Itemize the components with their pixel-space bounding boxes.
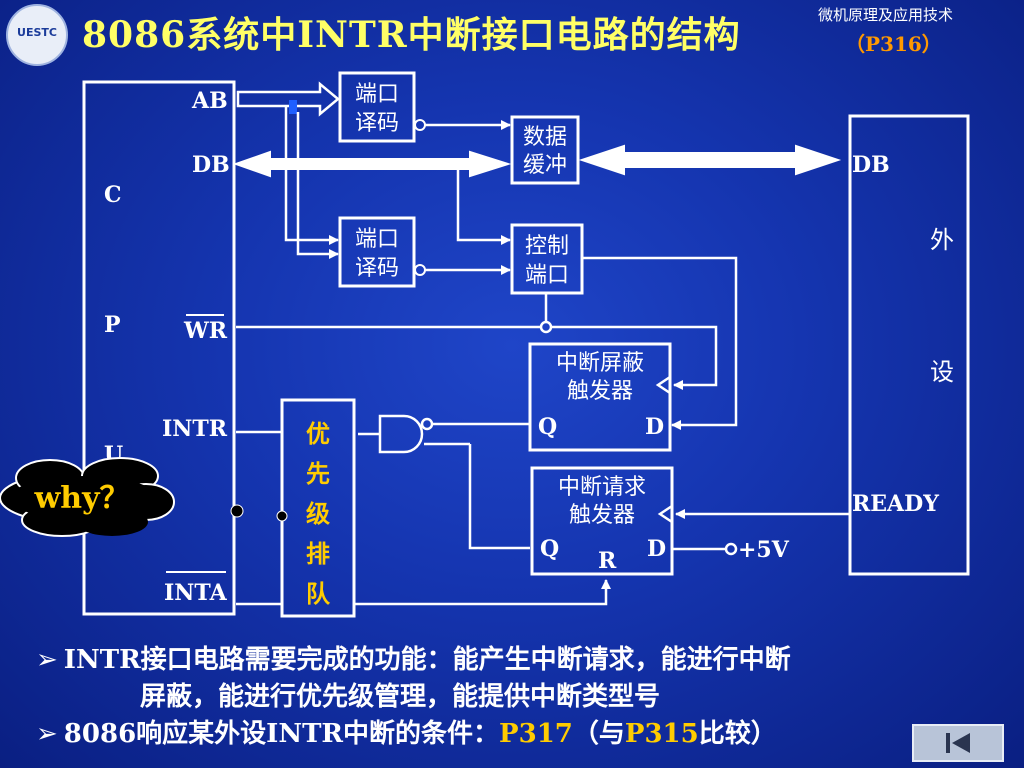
cpu-letter-p: P: [104, 312, 121, 338]
bullet-2-prefix: 8086响应某外设INTR中断的条件：: [63, 719, 500, 749]
logo-text: UESTC: [17, 26, 57, 39]
mask-clock-triangle: [655, 375, 671, 395]
ab-to-decoder2-line-b: [296, 112, 339, 259]
control-port-line1: 控制: [525, 234, 569, 259]
request-flipflop-line2: 触发器: [569, 503, 635, 528]
cpu-ab-label: AB: [191, 88, 228, 114]
priority-char-4: 排: [306, 540, 330, 568]
decoder-1-output-bubble: [414, 119, 426, 131]
bullet-2-mid: （与: [572, 719, 625, 749]
address-bus-tap: [289, 100, 297, 114]
request-flipflop-d: D: [647, 536, 666, 562]
bullet-arrow-icon: ➢: [36, 719, 58, 749]
why-cloud: why？: [0, 457, 175, 537]
bullet-2-ref2: P315: [624, 719, 699, 749]
mask-flipflop-d: D: [645, 414, 664, 440]
bullet-arrow-icon: ➢: [36, 645, 58, 675]
why-text: why？: [33, 481, 129, 516]
inta-to-reset-line: [354, 579, 611, 606]
control-port-wr-bubble: [539, 320, 553, 334]
cpu-connection-dot: [230, 504, 244, 518]
first-slide-button[interactable]: [912, 724, 1004, 762]
cpu-data-bus-arrow: [232, 150, 512, 178]
wr-to-mask-clock-line: [551, 325, 718, 390]
slide-title: 8086系统中INTR中断接口电路的结构: [82, 14, 741, 56]
peripheral-box: [848, 114, 970, 576]
bullet-2-ref1: P317: [499, 719, 573, 749]
request-flipflop-r: R: [598, 548, 617, 574]
decoder-2-output-bubble: [414, 264, 426, 276]
peripheral-ready-label: READY: [852, 491, 939, 517]
plus5v-label: +5V: [738, 537, 790, 563]
priority-char-5: 队: [306, 580, 331, 608]
port-decoder-1-box: [338, 71, 416, 143]
priority-queue-box: [280, 398, 356, 618]
course-name: 微机原理及应用技术: [818, 6, 954, 24]
title-page-reference: （P316）: [845, 32, 942, 56]
priority-char-1: 优: [306, 420, 330, 448]
peripheral-db-label: DB: [852, 152, 890, 178]
cpu-inta-label: INTA: [164, 580, 228, 606]
university-logo: UESTC: [6, 4, 68, 66]
cpu-box: [82, 80, 236, 616]
bullet-1-line1: INTR接口电路需要完成的功能：能产生中断请求，能进行中断: [63, 645, 791, 675]
bullet-1-line2: 屏蔽，能进行优先级管理，能提供中断类型号: [140, 682, 661, 712]
mask-flipflop-box: [528, 342, 672, 452]
data-buffer-box: [510, 115, 580, 185]
port-decoder-2-box: [338, 216, 416, 288]
data-buffer-line1: 数据: [523, 125, 567, 150]
nand-gate: [378, 414, 424, 454]
skip-to-start-icon: [946, 733, 970, 753]
plus5v-terminal: [724, 542, 738, 556]
priority-char-3: 级: [306, 500, 330, 528]
peripheral-char-2: 设: [930, 358, 954, 386]
mask-flipflop-line2: 触发器: [567, 379, 633, 404]
priority-char-2: 先: [306, 460, 330, 488]
bullet-list: ➢INTR接口电路需要完成的功能：能产生中断请求，能进行中断 屏蔽，能进行优先级…: [36, 642, 1021, 753]
port-decoder-1-line1: 端口: [355, 82, 399, 107]
request-q-to-nand-line: [468, 444, 530, 550]
cpu-intr-label: INTR: [162, 416, 228, 442]
bullet-2-suffix: 比较）: [698, 719, 777, 749]
port-decoder-2-line2: 译码: [355, 256, 399, 281]
port-decoder-2-line1: 端口: [355, 227, 399, 252]
mask-flipflop-line1: 中断屏蔽: [556, 351, 644, 376]
bullet-2: ➢8086响应某外设INTR中断的条件：P317（与P315比较）: [36, 716, 1021, 753]
control-port-to-mask-d-line: [582, 256, 738, 430]
mask-flipflop-q: Q: [538, 414, 557, 440]
bullet-1-continued: 屏蔽，能进行优先级管理，能提供中断类型号: [36, 679, 1021, 716]
peripheral-char-1: 外: [930, 226, 954, 254]
priority-connection-dot: [276, 510, 288, 522]
data-buffer-line2: 缓冲: [523, 153, 567, 178]
db-to-control-port-line: [456, 169, 511, 245]
address-bus-arrow: [236, 81, 340, 117]
cpu-letter-c: C: [104, 182, 122, 208]
port-decoder-1-line2: 译码: [355, 111, 399, 136]
ab-to-decoder2-line: [284, 106, 339, 245]
bullet-1: ➢INTR接口电路需要完成的功能：能产生中断请求，能进行中断: [36, 642, 1021, 679]
request-flipflop-q: Q: [540, 536, 559, 562]
control-port-line2: 端口: [525, 263, 569, 288]
request-clock-triangle: [657, 504, 673, 524]
cpu-db-label: DB: [192, 152, 230, 178]
intr-interface-diagram: C P U AB DB WR INTR INTA 端口 译码 数据 缓冲 端口 …: [0, 71, 970, 618]
nand-output-bubble: [420, 417, 434, 431]
peripheral-data-bus-arrow: [578, 144, 842, 176]
request-flipflop-line1: 中断请求: [558, 475, 646, 500]
cpu-wr-label: WR: [183, 318, 228, 344]
